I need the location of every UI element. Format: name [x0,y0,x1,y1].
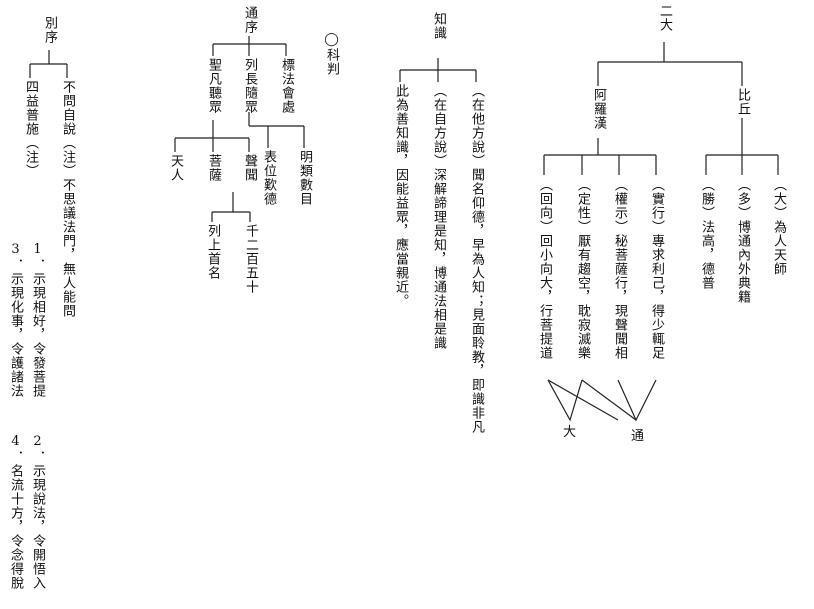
qian-erbai-wushi: 千二百五十 [243,224,258,294]
buwen-zishuo: 不問自說（注）不思議法門，無人能問 [60,80,75,318]
a-luo-han-label: 阿羅漢 [591,88,606,130]
da-label: 大 [563,425,577,440]
alh-item-quanshi: （權示）秘菩薩行，現聲聞相 [612,178,627,360]
tianren-label: 天人 [168,154,183,182]
bq-item-da: （大）為人天師 [771,178,786,276]
lie-zhangsuizhong: 列長隨眾 [242,58,257,114]
zhishi-title: 知識 [431,12,446,40]
tong-label: 通 [631,429,645,444]
alh-item-huixiang: （回向）回小向大，行菩提道 [537,178,552,360]
bq-item-duo: （多）博通內外典籍 [735,178,750,304]
shengwen-label: 聲聞 [242,154,257,182]
zhishi-note: 此為善知識，因能益眾，應當親近。 [393,84,408,308]
biexu-title: 別序 [42,16,57,44]
alh-item-shixing: （實行）專求利己，得少輒足 [649,178,664,360]
er-da-label: 二大 [657,4,672,32]
yi-item-1: 1．示現相好，令發菩提 [30,242,45,398]
zhishi-tafang: （在他方說）聞名仰德，早為人知；見面聆教，即識非凡 [469,84,484,434]
kepan-label: ◯科判 [324,32,339,76]
zhishi-zifang: （在自方說）深解諦理是知，博通法相是識 [431,84,446,350]
bq-item-sheng: （勝）法高，德普 [699,178,714,290]
yi-item-4: 4．名流十方，令念得脫 [8,434,23,590]
tongxu-title: 通序 [242,6,257,34]
yi-item-2: 2．示現說法，令開悟入 [30,434,45,590]
shengfan-tingzhong: 聖凡聽眾 [206,58,221,114]
pusa-label: 菩薩 [206,154,221,182]
ming-leishu: 明類數目 [297,150,312,206]
siyi-pushi: 四益普施（注） [23,80,38,178]
lie-shangshouming: 列上首名 [205,224,220,280]
bi-qiu-label: 比丘 [735,88,750,116]
yi-item-3: 3．示現化事，令護諸法 [8,242,23,398]
biao-fahuichu: 標法會處 [279,58,294,114]
biaowei-tande: 表位歎德 [261,150,276,206]
alh-item-dingxing: （定性）厭有趨空，耽寂滅樂 [575,178,590,360]
